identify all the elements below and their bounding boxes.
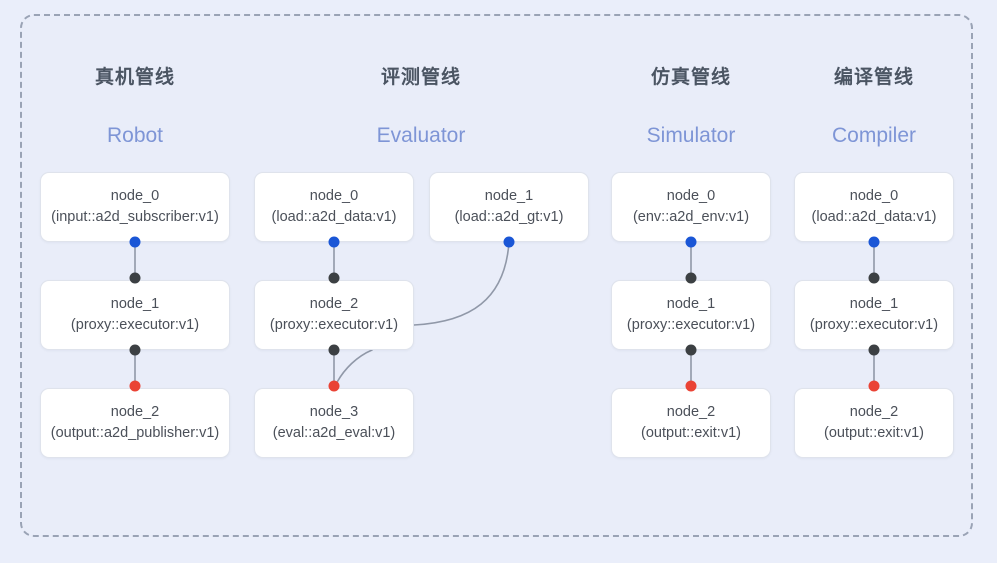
node-compiler-0[interactable]: node_0 (load::a2d_data:v1) — [794, 172, 954, 242]
port-output-compiler-1[interactable] — [868, 344, 880, 356]
column-title-simulator-cn: 仿真管线 — [650, 67, 731, 88]
node-id: node_1 — [666, 295, 716, 312]
column-title-evaluator-cn: 评测管线 — [380, 67, 461, 88]
pipeline-group-frame — [20, 14, 973, 537]
port-output-simulator-0[interactable] — [685, 236, 697, 248]
column-subtitle-simulator-en: Simulator — [646, 124, 736, 147]
node-id: node_2 — [666, 403, 716, 420]
column-title-robot-cn: 真机管线 — [94, 67, 175, 88]
port-output-compiler-0[interactable] — [868, 236, 880, 248]
node-type: (load::a2d_gt:v1) — [454, 209, 564, 225]
port-input-simulator-2[interactable] — [685, 380, 697, 392]
port-input-evaluator-2[interactable] — [328, 272, 340, 284]
port-input-compiler-2[interactable] — [868, 380, 880, 392]
node-evaluator-1[interactable]: node_1 (load::a2d_gt:v1) — [429, 172, 589, 242]
node-type: (proxy::executor:v1) — [626, 317, 756, 333]
port-output-evaluator-1[interactable] — [503, 236, 515, 248]
node-type: (input::a2d_subscriber:v1) — [51, 209, 219, 225]
node-id: node_1 — [484, 187, 534, 204]
node-compiler-2[interactable]: node_2 (output::exit:v1) — [794, 388, 954, 458]
node-id: node_1 — [849, 295, 899, 312]
port-output-robot-1[interactable] — [129, 344, 141, 356]
port-input-robot-1[interactable] — [129, 272, 141, 284]
node-id: node_0 — [309, 187, 359, 204]
node-type: (proxy::executor:v1) — [269, 317, 399, 333]
column-subtitle-robot-en: Robot — [106, 124, 164, 147]
node-simulator-0[interactable]: node_0 (env::a2d_env:v1) — [611, 172, 771, 242]
node-evaluator-0[interactable]: node_0 (load::a2d_data:v1) — [254, 172, 414, 242]
node-type: (env::a2d_env:v1) — [632, 209, 750, 225]
node-id: node_2 — [110, 403, 160, 420]
node-type: (load::a2d_data:v1) — [271, 209, 397, 225]
node-evaluator-2[interactable]: node_2 (proxy::executor:v1) — [254, 280, 414, 350]
column-subtitle-compiler-en: Compiler — [831, 124, 917, 147]
node-id: node_0 — [849, 187, 899, 204]
port-output-evaluator-2[interactable] — [328, 344, 340, 356]
port-output-robot-0[interactable] — [129, 236, 141, 248]
node-id: node_0 — [666, 187, 716, 204]
port-output-simulator-1[interactable] — [685, 344, 697, 356]
node-type: (proxy::executor:v1) — [70, 317, 200, 333]
node-type: (load::a2d_data:v1) — [811, 209, 937, 225]
node-type: (output::exit:v1) — [641, 425, 741, 441]
node-simulator-1[interactable]: node_1 (proxy::executor:v1) — [611, 280, 771, 350]
node-id: node_1 — [110, 295, 160, 312]
node-id: node_0 — [110, 187, 160, 204]
node-id: node_2 — [309, 295, 359, 312]
node-robot-1[interactable]: node_1 (proxy::executor:v1) — [40, 280, 230, 350]
port-output-evaluator-0[interactable] — [328, 236, 340, 248]
port-input-evaluator-3[interactable] — [328, 380, 340, 392]
node-type: (eval::a2d_eval:v1) — [272, 425, 396, 441]
node-type: (proxy::executor:v1) — [809, 317, 939, 333]
column-title-compiler-cn: 编译管线 — [833, 67, 914, 88]
node-type: (output::a2d_publisher:v1) — [50, 425, 220, 441]
node-robot-2[interactable]: node_2 (output::a2d_publisher:v1) — [40, 388, 230, 458]
node-compiler-1[interactable]: node_1 (proxy::executor:v1) — [794, 280, 954, 350]
port-input-compiler-1[interactable] — [868, 272, 880, 284]
port-input-simulator-1[interactable] — [685, 272, 697, 284]
node-evaluator-3[interactable]: node_3 (eval::a2d_eval:v1) — [254, 388, 414, 458]
column-subtitle-evaluator-en: Evaluator — [376, 124, 466, 147]
node-robot-0[interactable]: node_0 (input::a2d_subscriber:v1) — [40, 172, 230, 242]
node-id: node_3 — [309, 403, 359, 420]
node-type: (output::exit:v1) — [824, 425, 924, 441]
port-input-robot-2[interactable] — [129, 380, 141, 392]
node-simulator-2[interactable]: node_2 (output::exit:v1) — [611, 388, 771, 458]
node-id: node_2 — [849, 403, 899, 420]
